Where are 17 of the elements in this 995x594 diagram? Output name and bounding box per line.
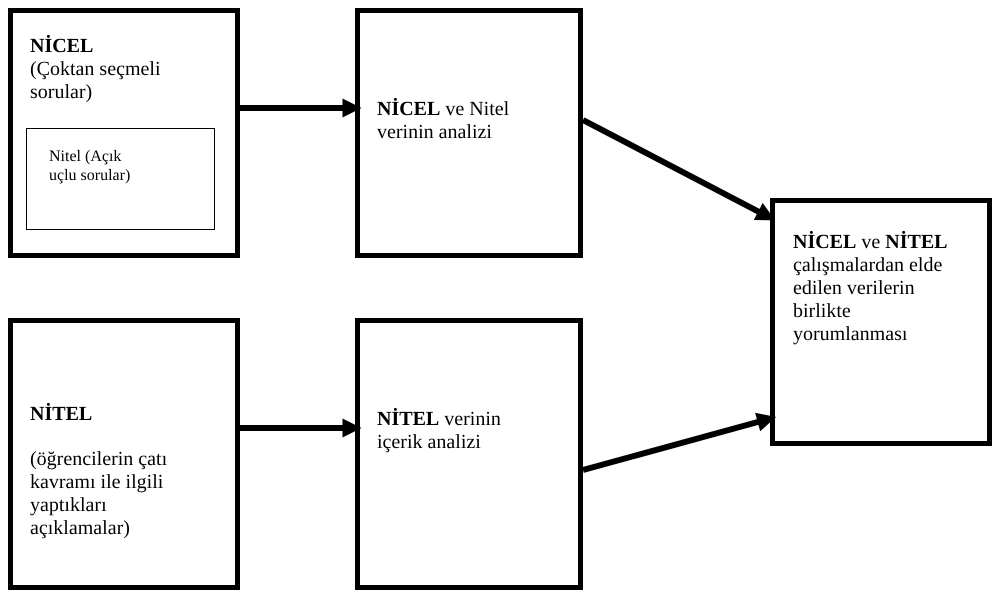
box-heading: NİCEL	[30, 35, 94, 58]
box-text: NİCEL ve NİTEL çalışmalardan elde edilen verilerin birlikte yorumlanması	[793, 231, 948, 346]
process-box	[355, 318, 583, 590]
box-text: (öğrencilerin çatı kavramı ile ilgili yaptıkları açıklamalar)	[30, 448, 168, 540]
inner-box	[26, 128, 215, 230]
process-box	[8, 8, 240, 258]
process-box	[8, 318, 240, 590]
box-text: Nitel (Açık uçlu sorular)	[49, 147, 132, 185]
arrow	[240, 98, 362, 118]
box-text: (Çoktan seçmeli sorular)	[30, 58, 162, 104]
box-text: NİCEL ve Nitel verinin analizi	[377, 98, 510, 144]
process-box	[355, 8, 583, 258]
result-box	[770, 198, 992, 446]
arrow	[582, 412, 776, 473]
box-text: NİTEL verinin içerik analizi	[377, 408, 502, 454]
arrow	[240, 418, 362, 438]
box-heading: NİTEL	[30, 403, 94, 426]
